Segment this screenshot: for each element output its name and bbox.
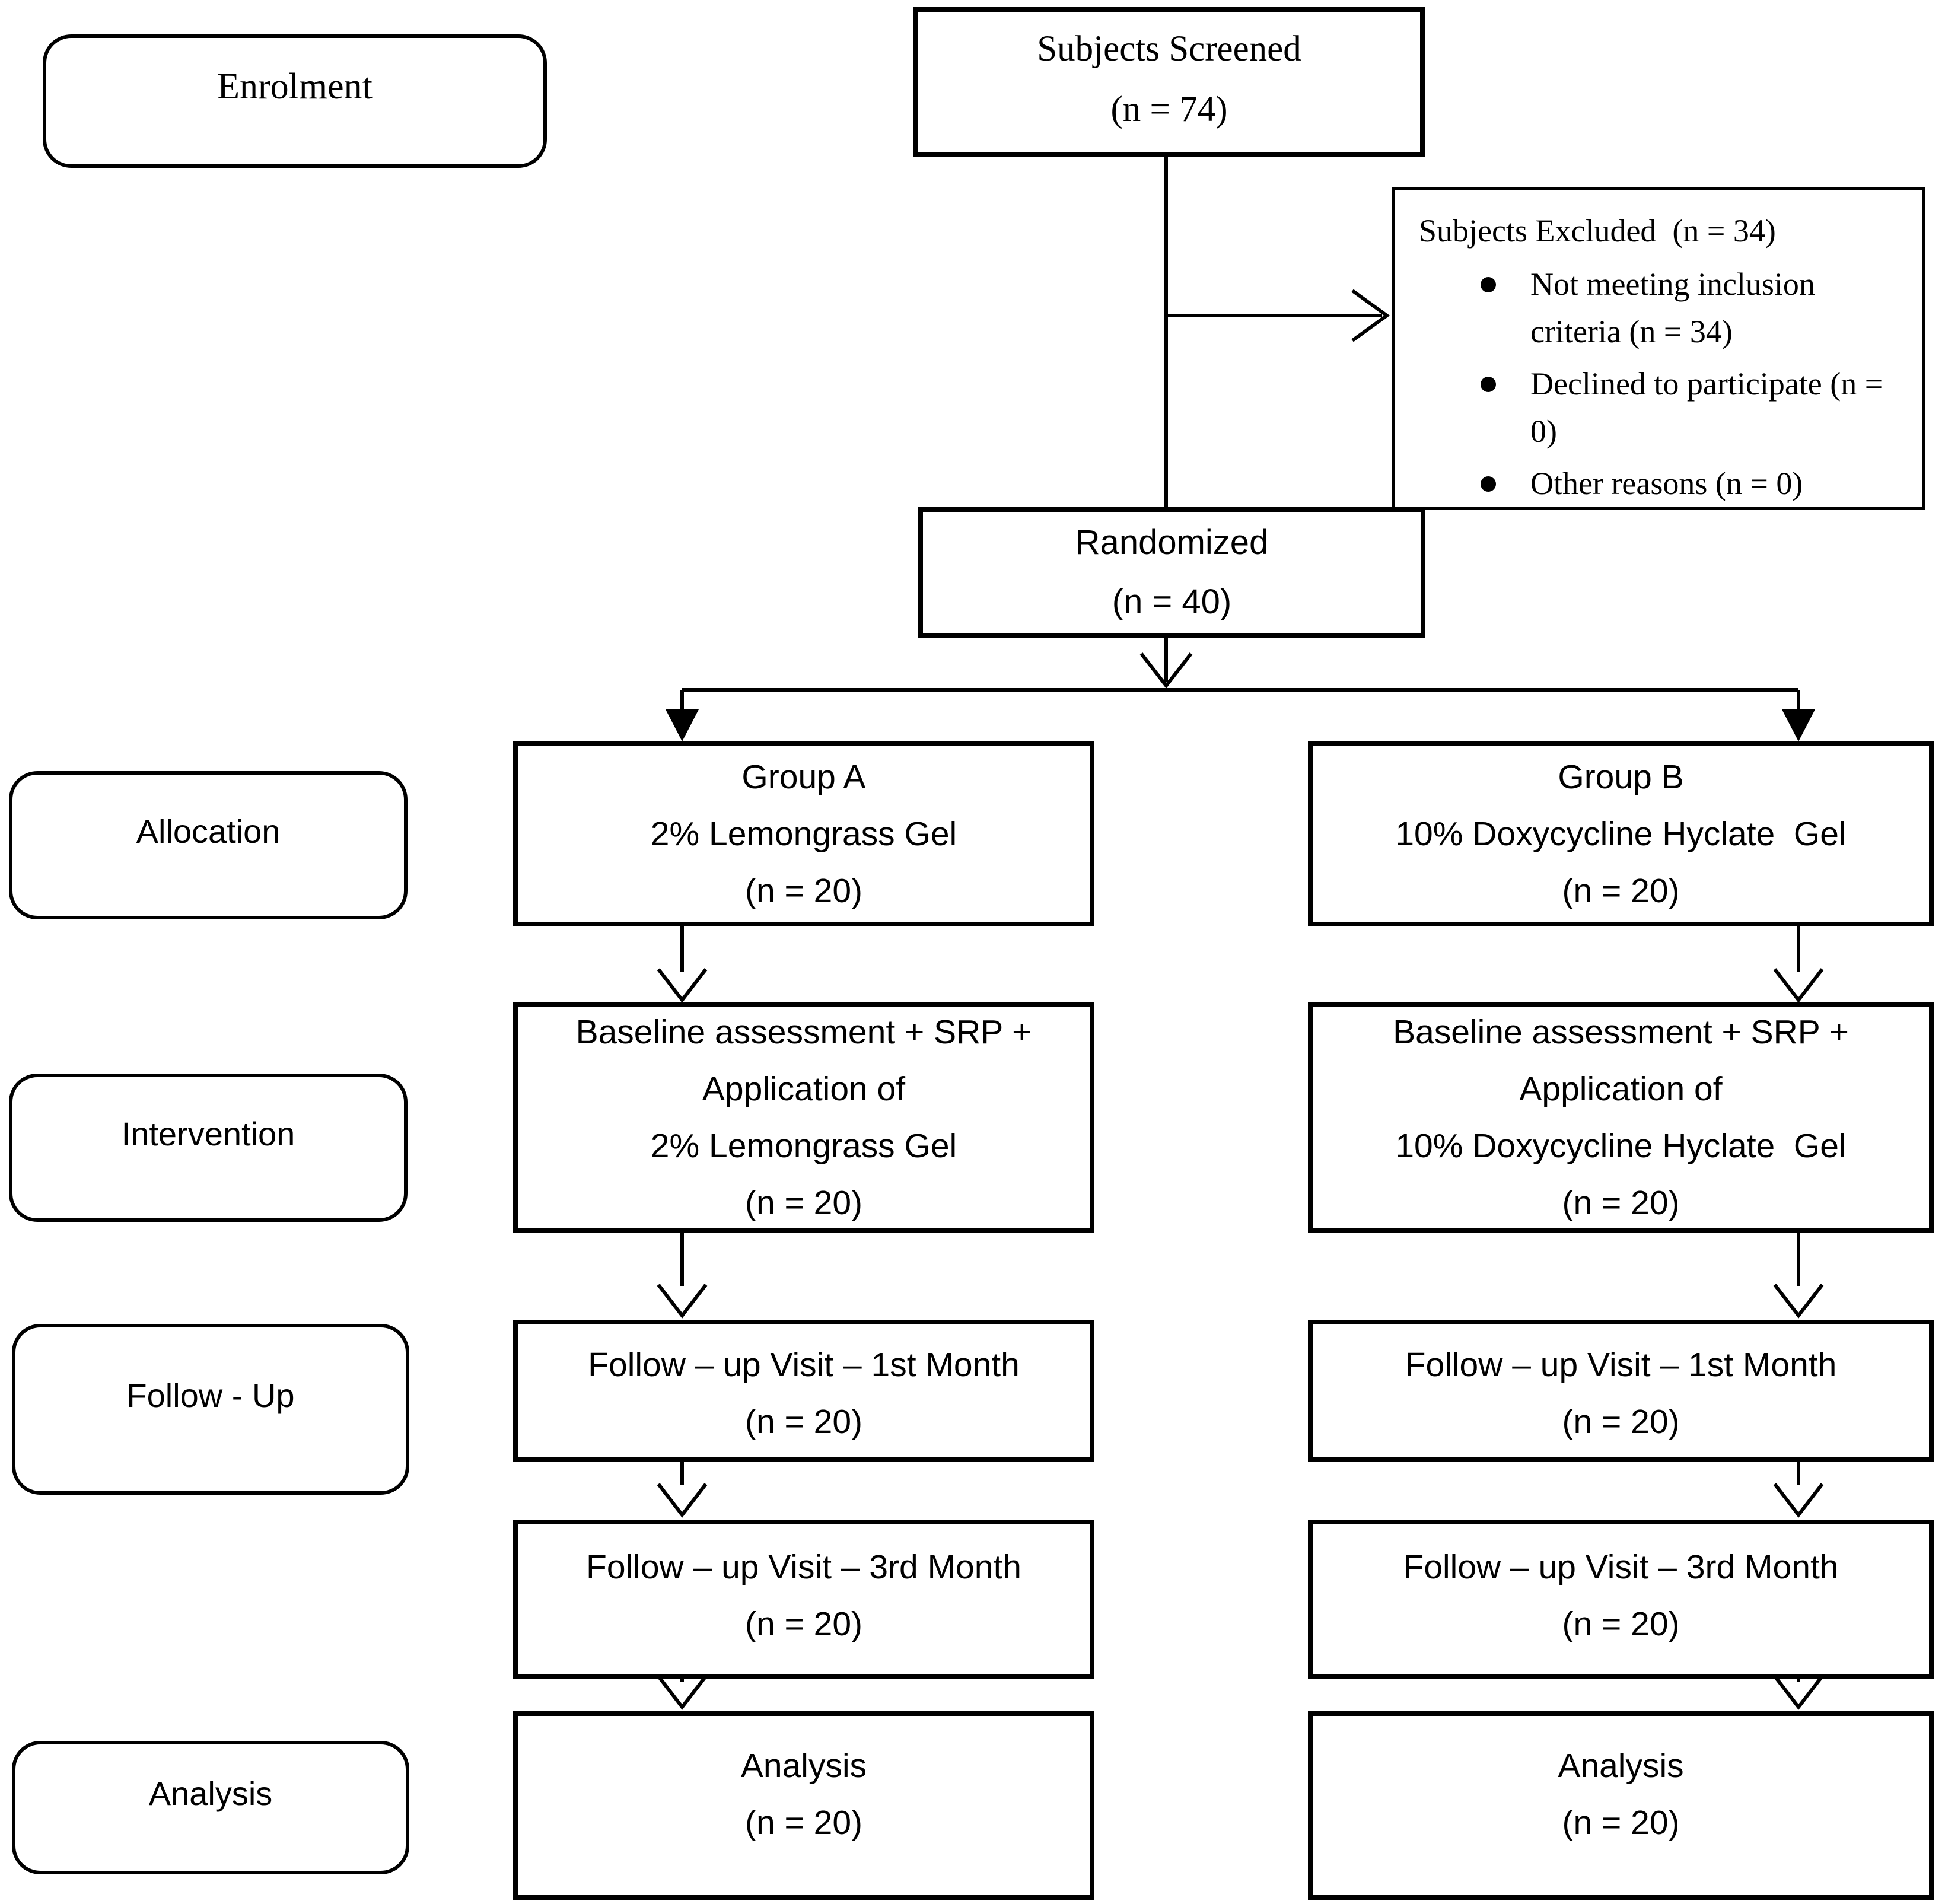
- arrowhead-analysis-a-icon: [657, 1675, 708, 1710]
- stage-label-follow-up: Follow - Up: [12, 1324, 409, 1495]
- subjects-screened-box: Subjects Screened (n = 74): [913, 7, 1425, 157]
- group-a-line: 2% Lemongrass Gel: [650, 815, 957, 853]
- intervention-b-box: Baseline assessment + SRP + Application …: [1308, 1002, 1934, 1233]
- group-b-box: Group B 10% Doxycycline Hyclate Gel (n =…: [1308, 741, 1934, 926]
- stage-label-intervention: Intervention: [9, 1074, 408, 1222]
- excluded-bullet-item: Other reasons (n = 0): [1481, 460, 1884, 507]
- analysis-b-line: (n = 20): [1562, 1804, 1680, 1842]
- excluded-bullet-text: Not meeting inclusion criteria (n = 34): [1530, 266, 1823, 349]
- arrowhead-analysis-b-icon: [1773, 1675, 1824, 1710]
- group-a-box: Group A 2% Lemongrass Gel (n = 20): [513, 741, 1094, 926]
- stage-label-allocation-text: Allocation: [136, 812, 281, 850]
- follow-up-3rd-month-a-line: (n = 20): [744, 1605, 863, 1643]
- intervention-b-line: Application of: [1519, 1070, 1723, 1108]
- subjects-excluded-box: Subjects Excluded (n = 34) Not meeting i…: [1392, 187, 1925, 510]
- subjects-excluded-title: Subjects Excluded (n = 34): [1419, 213, 1776, 249]
- stage-label-analysis-text: Analysis: [148, 1775, 273, 1812]
- follow-up-1st-month-b-line: Follow – up Visit – 1st Month: [1405, 1346, 1837, 1384]
- analysis-a-line: (n = 20): [744, 1804, 863, 1842]
- subjects-screened-title: Subjects Screened: [1037, 29, 1301, 69]
- arrowhead-fu1-b-icon: [1773, 1284, 1824, 1319]
- follow-up-1st-month-a-box: Follow – up Visit – 1st Month (n = 20): [513, 1320, 1094, 1462]
- follow-up-3rd-month-b-box: Follow – up Visit – 3rd Month (n = 20): [1308, 1520, 1934, 1679]
- stage-label-follow-up-text: Follow - Up: [126, 1376, 295, 1414]
- intervention-a-line: Application of: [702, 1070, 906, 1108]
- intervention-a-line: Baseline assessment + SRP +: [575, 1013, 1032, 1051]
- arrowhead-fu3-a-icon: [657, 1483, 708, 1518]
- randomized-n: (n = 40): [1112, 582, 1232, 621]
- stage-label-enrolment: Enrolment: [43, 34, 547, 168]
- group-a-line: (n = 20): [744, 872, 863, 910]
- bullet-dot-icon: [1481, 476, 1496, 492]
- stage-label-enrolment-text: Enrolment: [217, 66, 373, 107]
- stage-label-intervention-text: Intervention: [121, 1115, 295, 1152]
- intervention-b-line: 10% Doxycycline Hyclate Gel: [1395, 1127, 1847, 1165]
- follow-up-1st-month-a-line: (n = 20): [744, 1403, 863, 1441]
- arrowhead-intervention-b-icon: [1773, 968, 1824, 1003]
- follow-up-3rd-month-a-line: Follow – up Visit – 3rd Month: [586, 1548, 1021, 1586]
- group-b-line: 10% Doxycycline Hyclate Gel: [1395, 815, 1847, 853]
- arrowhead-excluded-icon: [1351, 289, 1390, 342]
- analysis-a-box: Analysis (n = 20): [513, 1711, 1094, 1900]
- analysis-b-line: Analysis: [1558, 1747, 1684, 1785]
- group-a-line: Group A: [741, 758, 866, 796]
- excluded-bullet-item: Not meeting inclusion criteria (n = 34): [1481, 260, 1884, 355]
- follow-up-3rd-month-b-line: (n = 20): [1562, 1605, 1680, 1643]
- follow-up-1st-month-a-line: Follow – up Visit – 1st Month: [588, 1346, 1020, 1384]
- follow-up-1st-month-b-line: (n = 20): [1562, 1403, 1680, 1441]
- follow-up-3rd-month-b-line: Follow – up Visit – 3rd Month: [1403, 1548, 1839, 1586]
- stage-label-allocation: Allocation: [9, 771, 408, 919]
- intervention-a-line: 2% Lemongrass Gel: [650, 1127, 957, 1165]
- arrowhead-intervention-a-icon: [657, 968, 708, 1003]
- stage-label-analysis: Analysis: [12, 1741, 409, 1874]
- intervention-b-line: Baseline assessment + SRP +: [1393, 1013, 1849, 1051]
- bullet-dot-icon: [1481, 377, 1496, 392]
- group-b-line: (n = 20): [1562, 872, 1680, 910]
- intervention-a-line: (n = 20): [744, 1184, 863, 1222]
- group-b-line: Group B: [1558, 758, 1684, 796]
- excluded-bullet-text: Other reasons (n = 0): [1530, 466, 1803, 501]
- analysis-b-box: Analysis (n = 20): [1308, 1711, 1934, 1900]
- arrowhead-group-a-icon: [666, 709, 699, 741]
- excluded-bullet-item: Declined to participate (n = 0): [1481, 360, 1884, 455]
- intervention-a-box: Baseline assessment + SRP + Application …: [513, 1002, 1094, 1233]
- analysis-a-line: Analysis: [740, 1747, 867, 1785]
- randomized-title: Randomized: [1075, 523, 1269, 562]
- follow-up-1st-month-b-box: Follow – up Visit – 1st Month (n = 20): [1308, 1320, 1934, 1462]
- subjects-screened-n: (n = 74): [1110, 90, 1228, 129]
- excluded-bullet-text: Declined to participate (n = 0): [1530, 366, 1891, 449]
- bullet-dot-icon: [1481, 277, 1496, 292]
- intervention-b-line: (n = 20): [1562, 1184, 1680, 1222]
- arrowhead-fu3-b-icon: [1773, 1483, 1824, 1518]
- arrowhead-split-icon: [1139, 652, 1193, 689]
- arrowhead-fu1-a-icon: [657, 1284, 708, 1319]
- follow-up-3rd-month-a-box: Follow – up Visit – 3rd Month (n = 20): [513, 1520, 1094, 1679]
- randomized-box: Randomized (n = 40): [918, 507, 1425, 638]
- arrowhead-group-b-icon: [1782, 709, 1815, 741]
